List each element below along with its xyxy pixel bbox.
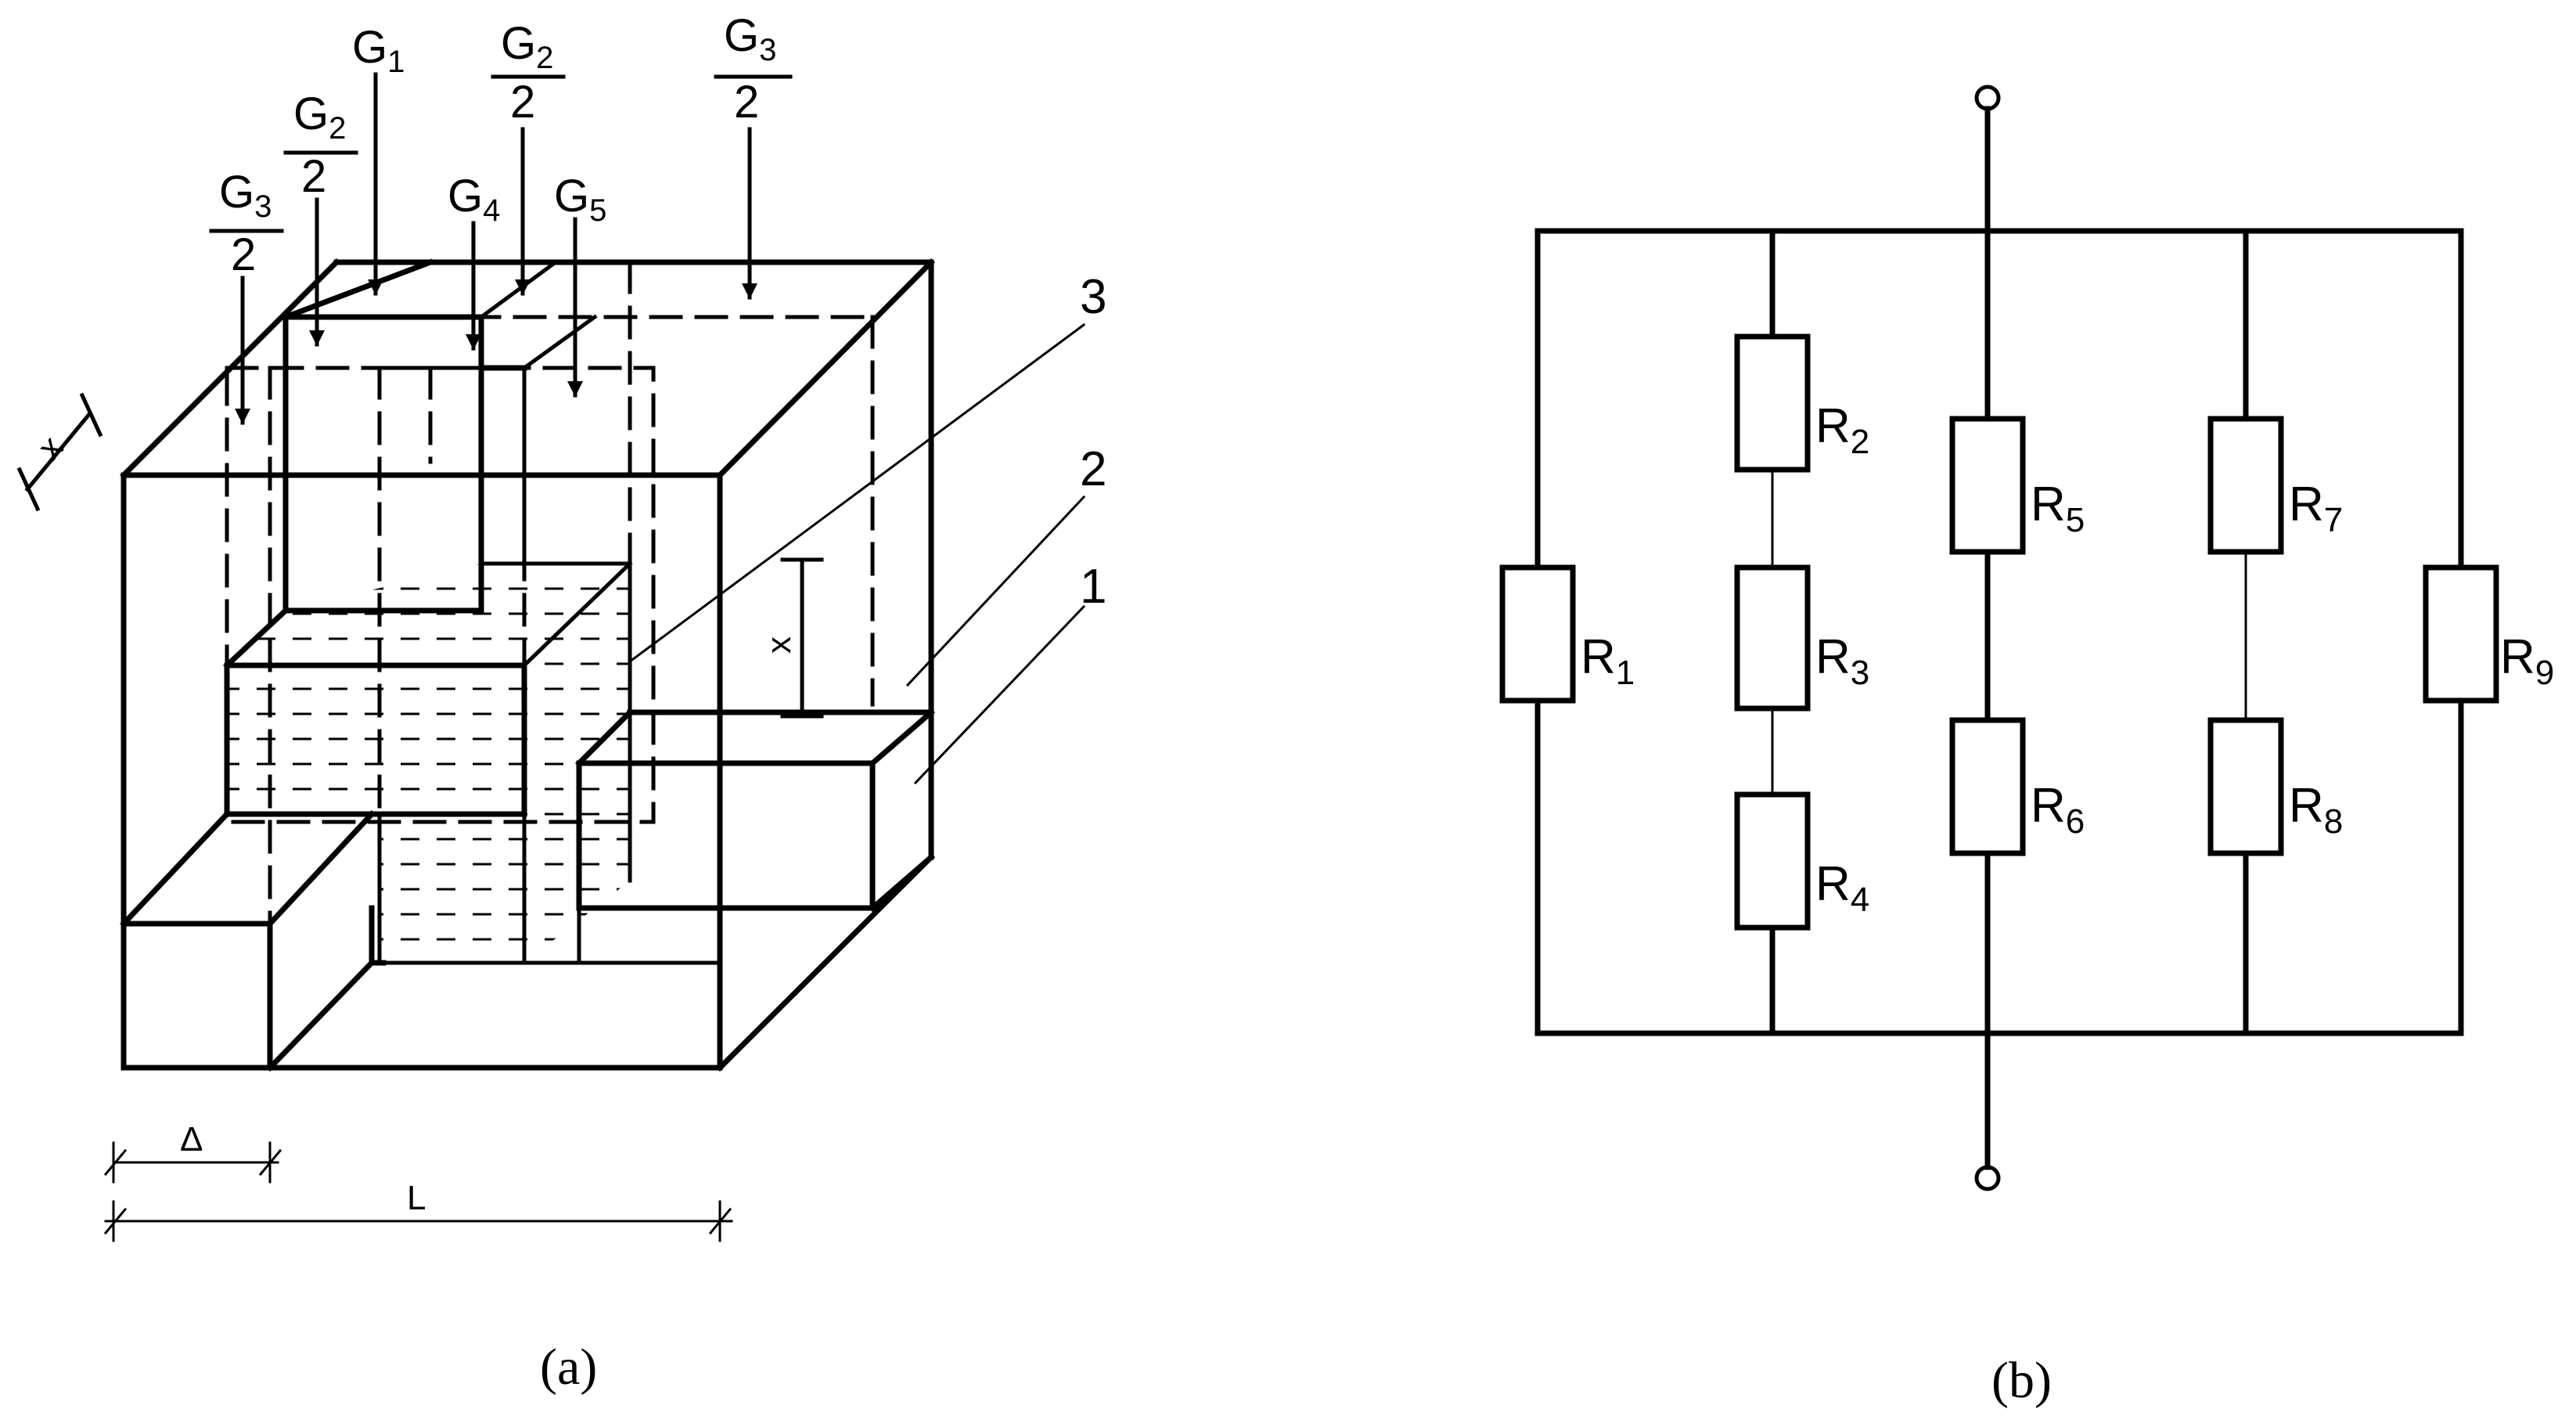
label-g4: G4: [448, 171, 500, 228]
dim-length: L: [407, 1179, 426, 1217]
label-g3-half-left: G3: [219, 167, 272, 224]
part-leaders: 3 2 1: [628, 270, 1106, 785]
svg-text:2: 2: [231, 229, 256, 280]
label-g5: G5: [554, 171, 606, 228]
label-r8: R8: [2289, 779, 2343, 841]
svg-text:2: 2: [510, 77, 535, 128]
resistor-r6: [1949, 717, 2026, 856]
terminal-bottom: [1974, 1165, 2001, 1191]
dim-x-vertical: x: [760, 636, 798, 654]
caption-b: (b): [1991, 1352, 2052, 1409]
svg-text:2: 2: [301, 151, 326, 202]
upper-blocks: [282, 258, 598, 614]
label-g2-half-left: G2: [293, 88, 346, 146]
resistor-labels: R1 R2 R3 R4 R5 R6 R7 R8 R9: [1581, 399, 2554, 919]
label-r7: R7: [2289, 477, 2343, 539]
label-g2-half-right: G2: [501, 18, 553, 75]
panel-a: G1 G2 2 G3 2 G2 2 G3 2 G4 G5 3 2 1: [16, 10, 1106, 1396]
caption-a: (a): [540, 1339, 597, 1396]
resistor-r4: [1734, 791, 1811, 931]
resistor-r7: [2207, 416, 2284, 555]
branch-wires: [1534, 228, 2464, 1036]
right-blocks: [575, 708, 935, 965]
terminal-top: [1974, 85, 2001, 111]
part-1-label: 1: [1080, 560, 1106, 614]
resistor-r8: [2207, 717, 2284, 856]
label-r4: R4: [1815, 857, 1869, 919]
load-arrows: [235, 72, 757, 425]
outer-box: [120, 258, 935, 1072]
label-r6: R6: [2031, 779, 2085, 841]
resistors: [1499, 333, 2499, 931]
label-r2: R2: [1815, 399, 1869, 461]
label-r3: R3: [1815, 630, 1869, 692]
resistor-r9: [2423, 564, 2499, 704]
label-r5: R5: [2031, 477, 2085, 539]
load-labels: G1 G2 2 G3 2 G2 2 G3 2 G4 G5: [209, 10, 793, 280]
label-r1: R1: [1581, 630, 1635, 692]
panel-b: R1 R2 R3 R4 R5 R6 R7 R8 R9 (b): [1499, 85, 2554, 1409]
resistor-r3: [1734, 564, 1811, 712]
svg-text:2: 2: [734, 77, 759, 128]
resistor-r2: [1734, 333, 1811, 473]
part-3-label: 3: [1080, 270, 1106, 324]
label-g3-half-right: G3: [724, 10, 776, 67]
label-g1: G1: [352, 22, 405, 79]
part-2-label: 2: [1080, 442, 1106, 496]
dim-delta: Δ: [180, 1120, 203, 1159]
label-r9: R9: [2500, 630, 2554, 692]
lower-left-block: [120, 810, 376, 1071]
resistor-r5: [1949, 416, 2026, 555]
resistor-r1: [1499, 564, 1576, 704]
